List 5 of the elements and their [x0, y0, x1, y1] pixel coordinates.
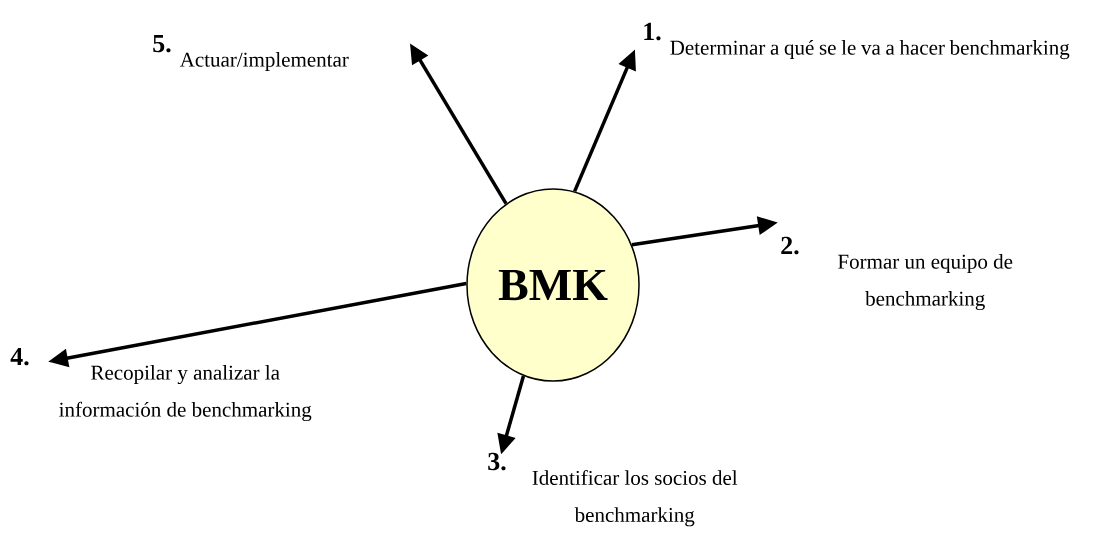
step-text: 3. Identificar los socios del benchmarking	[488, 452, 738, 527]
step-text: 5. Actuar/implementar	[153, 34, 349, 72]
step-text: 1. Determinar a qué se le va a hacer benchmarking	[644, 22, 1070, 60]
step-text: 4. Recopilar y analizar la información de benchmarking	[10, 347, 312, 422]
step-text: 2. Formar un equipo de benchmarking	[781, 236, 1013, 311]
